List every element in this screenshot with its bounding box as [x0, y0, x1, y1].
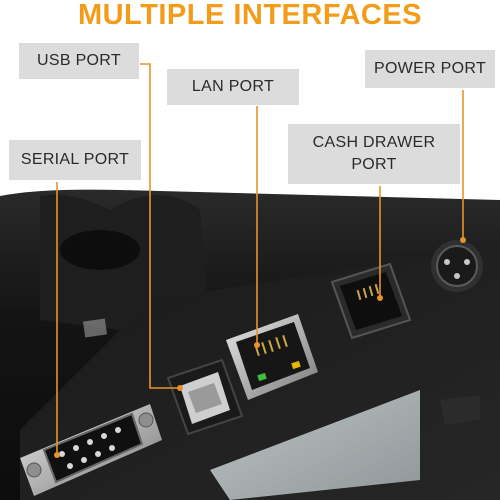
cash-drawer-port-label: CASH DRAWER PORT: [288, 124, 460, 184]
lan-port-label-text: LAN PORT: [191, 78, 275, 95]
power-port-label-text: POWER PORT: [373, 60, 487, 77]
serial-port: [20, 404, 162, 496]
leader-lines: [56, 63, 464, 455]
usb-port-label: USB PORT: [19, 43, 139, 79]
cash-drawer-label-line1: CASH DRAWER: [312, 134, 436, 151]
cash-drawer-port: [330, 262, 412, 340]
cash-drawer-label-line2: PORT: [351, 156, 397, 173]
lan-port-label: LAN PORT: [167, 69, 299, 105]
headline-title: MULTIPLE INTERFACES: [77, 0, 423, 31]
serial-port-label-text: SERIAL PORT: [20, 151, 130, 168]
leader-dots: [54, 237, 466, 458]
serial-port-label: SERIAL PORT: [9, 140, 141, 180]
usb-port-label-text: USB PORT: [37, 52, 121, 69]
power-port-label: POWER PORT: [365, 50, 495, 88]
usb-port: [166, 358, 244, 436]
usb-leader-line: [140, 63, 180, 389]
lan-port: [226, 314, 318, 400]
power-port: [431, 240, 483, 292]
